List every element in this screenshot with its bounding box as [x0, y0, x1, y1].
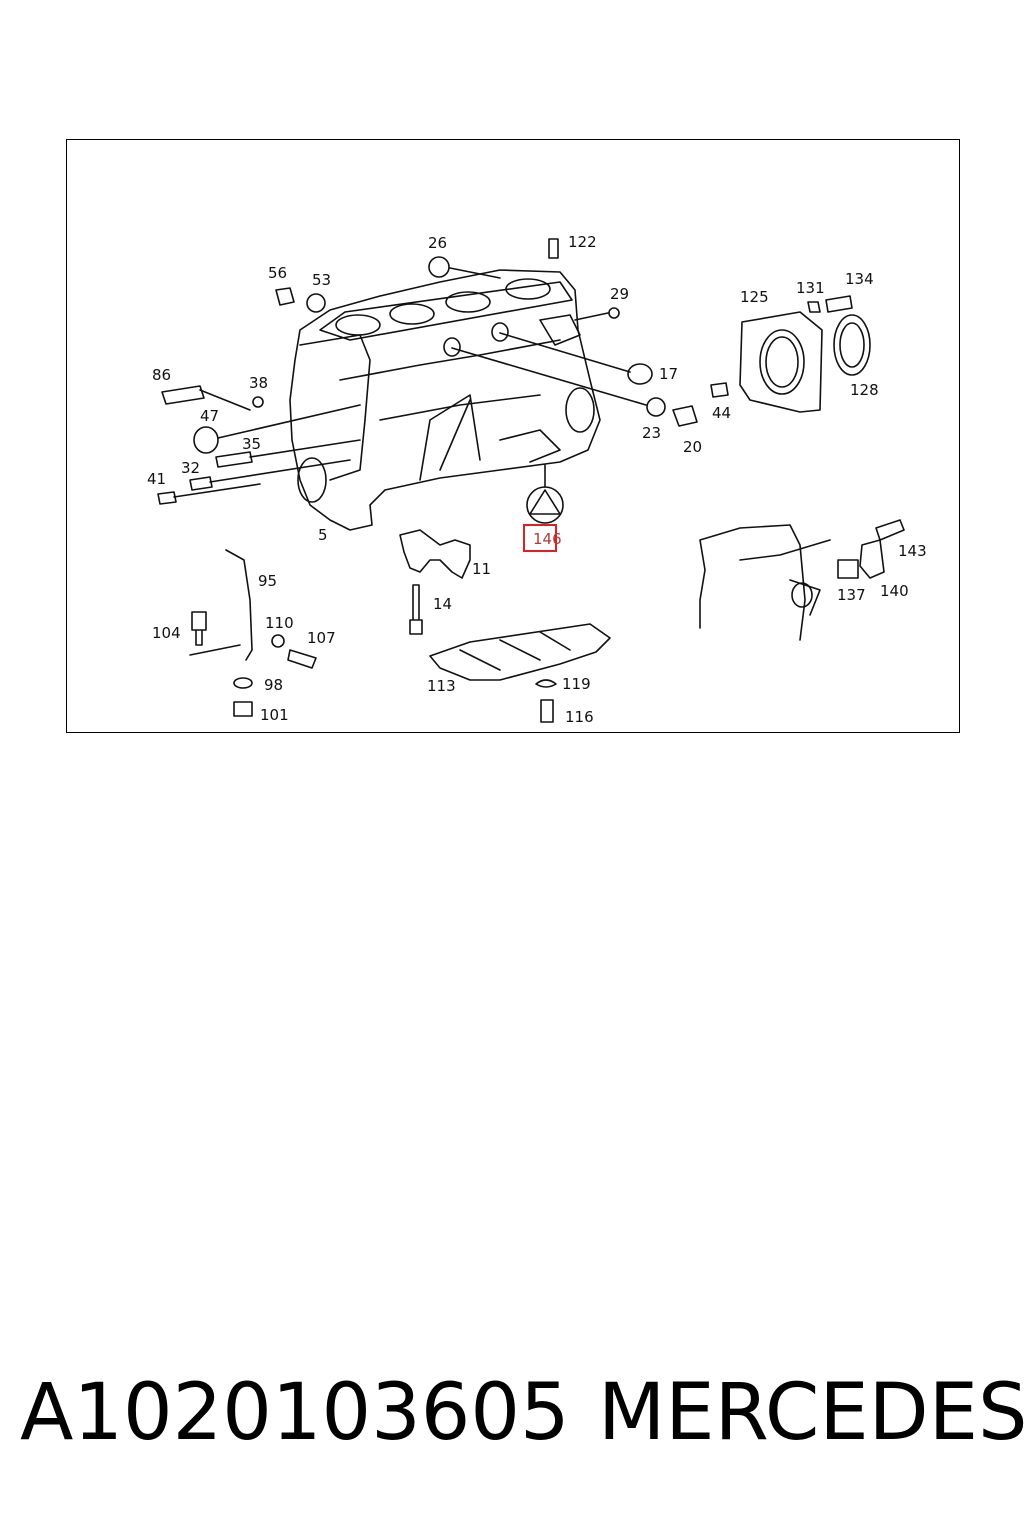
engine-block-drawing — [157, 238, 905, 723]
callout-86: 86 — [152, 366, 172, 384]
bolt-14 — [409, 584, 423, 635]
callout-44: 44 — [712, 404, 732, 422]
bearing-cap — [399, 529, 471, 579]
seal-128 — [833, 314, 871, 376]
callout-137: 137 — [837, 586, 866, 604]
callout-107: 107 — [307, 629, 336, 647]
cylinder-deck — [319, 281, 573, 341]
plug-86 — [161, 385, 205, 405]
callout-140: 140 — [880, 582, 909, 600]
callout-41: 41 — [147, 470, 167, 488]
drain-plug — [540, 699, 554, 723]
callout-146[interactable]: 146 — [533, 530, 562, 548]
side-bore-1 — [443, 337, 461, 357]
callout-20: 20 — [683, 438, 703, 456]
dowel-122 — [548, 238, 559, 259]
callout-17: 17 — [659, 365, 679, 383]
callout-98: 98 — [264, 676, 284, 694]
side-bore-2 — [491, 322, 509, 342]
callout-32: 32 — [181, 459, 201, 477]
callout-23: 23 — [642, 424, 662, 442]
clip-131 — [807, 301, 821, 313]
plug-17 — [627, 363, 653, 385]
brand-name: MERCEDES — [598, 1368, 1024, 1458]
cylinder-bore-3 — [445, 291, 491, 313]
callout-116: 116 — [565, 708, 594, 726]
callout-29: 29 — [610, 285, 630, 303]
rear-cover-125 — [739, 311, 823, 413]
bushing-47 — [193, 426, 219, 454]
callout-47: 47 — [200, 407, 220, 425]
cylinder-bore-1 — [335, 314, 381, 336]
cylinder-bore-2 — [389, 303, 435, 325]
callout-56: 56 — [268, 264, 288, 282]
engine-block-outline — [289, 269, 601, 531]
callout-53: 53 — [312, 271, 332, 289]
highlight-box-146 — [523, 524, 557, 552]
callout-113: 113 — [427, 677, 456, 695]
gasket-137 — [837, 559, 859, 579]
callout-143: 143 — [898, 542, 927, 560]
housing-inset — [699, 524, 806, 641]
callout-134: 134 — [845, 270, 874, 288]
cylinder-bore-4 — [505, 278, 551, 300]
plug-56 — [275, 287, 295, 306]
seal-119 — [535, 679, 557, 688]
callout-131: 131 — [796, 279, 825, 297]
callout-101: 101 — [260, 706, 289, 724]
pin-41 — [157, 491, 177, 505]
part-146 — [526, 486, 564, 524]
plug-26 — [428, 256, 450, 278]
callout-119: 119 — [562, 675, 591, 693]
plug-101 — [233, 701, 253, 717]
pin-44 — [710, 382, 729, 398]
callout-35: 35 — [242, 435, 262, 453]
callout-95: 95 — [258, 572, 278, 590]
callout-14: 14 — [433, 595, 453, 613]
pin-35 — [215, 451, 253, 468]
bolt-104 — [191, 611, 207, 646]
part-number: A1020103605 — [20, 1368, 570, 1458]
callout-11: 11 — [472, 560, 492, 578]
washer-98 — [233, 677, 253, 689]
fitting-140 — [859, 539, 885, 579]
callout-125: 125 — [740, 288, 769, 306]
callout-122: 122 — [568, 233, 597, 251]
callout-5: 5 — [318, 526, 328, 544]
dipstick — [225, 549, 253, 661]
callout-128: 128 — [850, 381, 879, 399]
oil-pan — [429, 623, 611, 681]
callout-104: 104 — [152, 624, 181, 642]
seal-53 — [306, 293, 326, 313]
seal-23 — [646, 397, 666, 417]
bolt-134 — [825, 295, 853, 313]
callout-38: 38 — [249, 374, 269, 392]
plug-20 — [672, 405, 698, 427]
callout-26: 26 — [428, 234, 448, 252]
callout-110: 110 — [265, 614, 294, 632]
bolt-143 — [875, 519, 905, 541]
pin-32 — [189, 476, 213, 491]
